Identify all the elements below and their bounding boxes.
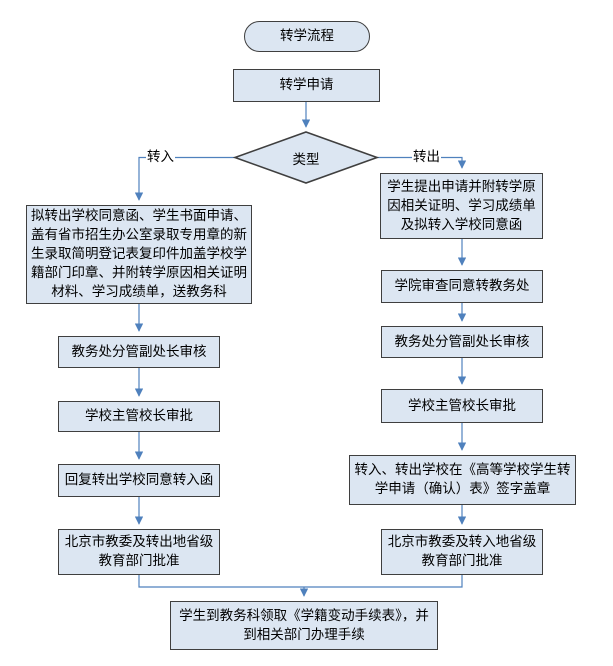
out-review-node: 教务处分管副处长审核	[381, 326, 543, 358]
in-reply-node: 回复转出学校同意转入函	[58, 464, 220, 497]
out-college-node: 学院审查同意转教务处	[381, 270, 543, 303]
out-sign-node: 转入、转出学校在《高等学校学生转 学申请（确认）表》签字盖章	[349, 455, 576, 505]
out-approve-node: 学校主管校长审批	[381, 389, 543, 423]
out-final-node: 北京市教委及转入地省级 教育部门批准	[381, 529, 543, 575]
branch-in-label: 转入	[146, 149, 175, 165]
in-approve-node: 学校主管校长审批	[58, 401, 220, 432]
in-review-node: 教务处分管副处长审核	[58, 336, 220, 368]
start-node: 转学流程	[244, 21, 370, 52]
in-final-node: 北京市教委及转出地省级 教育部门批准	[58, 529, 220, 575]
arrow-branch-out	[377, 156, 467, 169]
out-apply-node: 学生提出申请并附转学原 因相关证明、学习成绩单 及拟转入学校同意函	[380, 173, 543, 239]
merge-line-left	[138, 575, 304, 588]
decision-label: 类型	[292, 151, 320, 168]
branch-out-label: 转出	[412, 149, 441, 165]
decision-diamond	[232, 131, 380, 184]
end-node: 学生到教务科领取《学籍变动手续表》，并 到相关部门办理手续	[170, 601, 438, 650]
merge-line-right	[304, 575, 463, 588]
apply-node: 转学申请	[233, 69, 380, 102]
in-docs-node: 拟转出学校同意函、学生书面申请、 盖有省市招生办公室录取专用章的新 生录取简明登…	[26, 205, 252, 304]
arrow-branch-in	[134, 156, 235, 201]
